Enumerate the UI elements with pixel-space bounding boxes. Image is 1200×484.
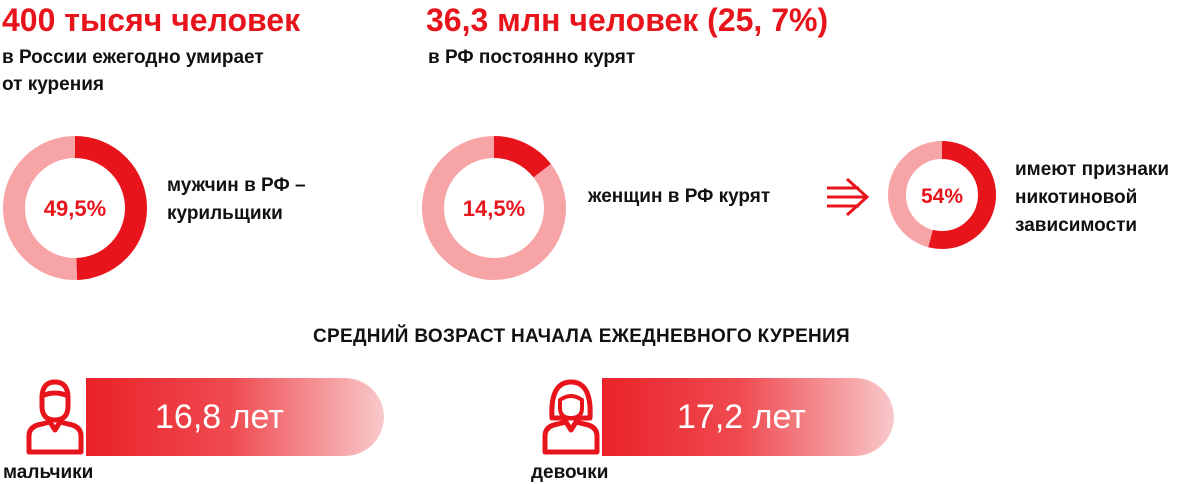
- age-chart-title: СРЕДНИЙ ВОЗРАСТ НАЧАЛА ЕЖЕДНЕВНОГО КУРЕН…: [313, 326, 850, 347]
- bar-track-boys: 16,8 лет: [40, 378, 384, 456]
- smokers-caption: в РФ постоянно курят: [428, 47, 636, 68]
- donut-dependence-caption-line3: зависимости: [1015, 215, 1138, 236]
- donut-dependence-label: 54%: [921, 185, 963, 208]
- donut-dependence-caption-line1: имеют признаки: [1015, 159, 1170, 180]
- donut-men: 49,5%: [3, 136, 147, 280]
- bar-boys-value: 16,8 лет: [155, 398, 284, 436]
- deaths-value: 400 тысяч человек: [2, 2, 301, 38]
- donut-men-caption-line2: курильщики: [167, 203, 283, 224]
- donut-dependence-slices: [888, 141, 996, 249]
- donut-dependence-caption-line2: никотиновой: [1015, 187, 1138, 208]
- bar-track-girls: 17,2 лет: [550, 378, 894, 456]
- bar-girls: [550, 378, 894, 456]
- donut-dependence-caption: имеют признаки никотиновой зависимости: [1015, 156, 1169, 240]
- donut-men-label: 49,5%: [44, 196, 106, 221]
- donut-men-caption-line1: мужчин в РФ –: [167, 175, 306, 196]
- donut-women: 14,5%: [422, 136, 566, 280]
- boy-icon: [24, 378, 86, 456]
- arrow-right-icon: [827, 177, 870, 217]
- donut-slice-value: [3, 136, 147, 280]
- bar-boys: [40, 378, 384, 456]
- donut-men-caption: мужчин в РФ – курильщики: [167, 172, 306, 228]
- girl-icon: [540, 378, 602, 456]
- deaths-caption-line2: от курения: [2, 74, 104, 95]
- girls-label: девочки: [531, 462, 609, 483]
- donut-dependence: 54%: [888, 141, 996, 249]
- bar-girls-value: 17,2 лет: [677, 398, 806, 436]
- deaths-caption: в России ежегодно умирает от курения: [2, 44, 264, 98]
- donut-men-slices: [3, 136, 147, 280]
- donut-women-slices: [422, 136, 566, 280]
- donut-women-caption: женщин в РФ курят: [588, 186, 771, 207]
- boys-label: мальчики: [3, 462, 94, 483]
- deaths-caption-line1: в России ежегодно умирает: [2, 47, 264, 68]
- smokers-value: 36,3 млн человек (25, 7%): [426, 2, 829, 38]
- donut-slice-value: [888, 141, 996, 249]
- donut-slice-value: [422, 136, 566, 280]
- donut-women-label: 14,5%: [463, 196, 525, 221]
